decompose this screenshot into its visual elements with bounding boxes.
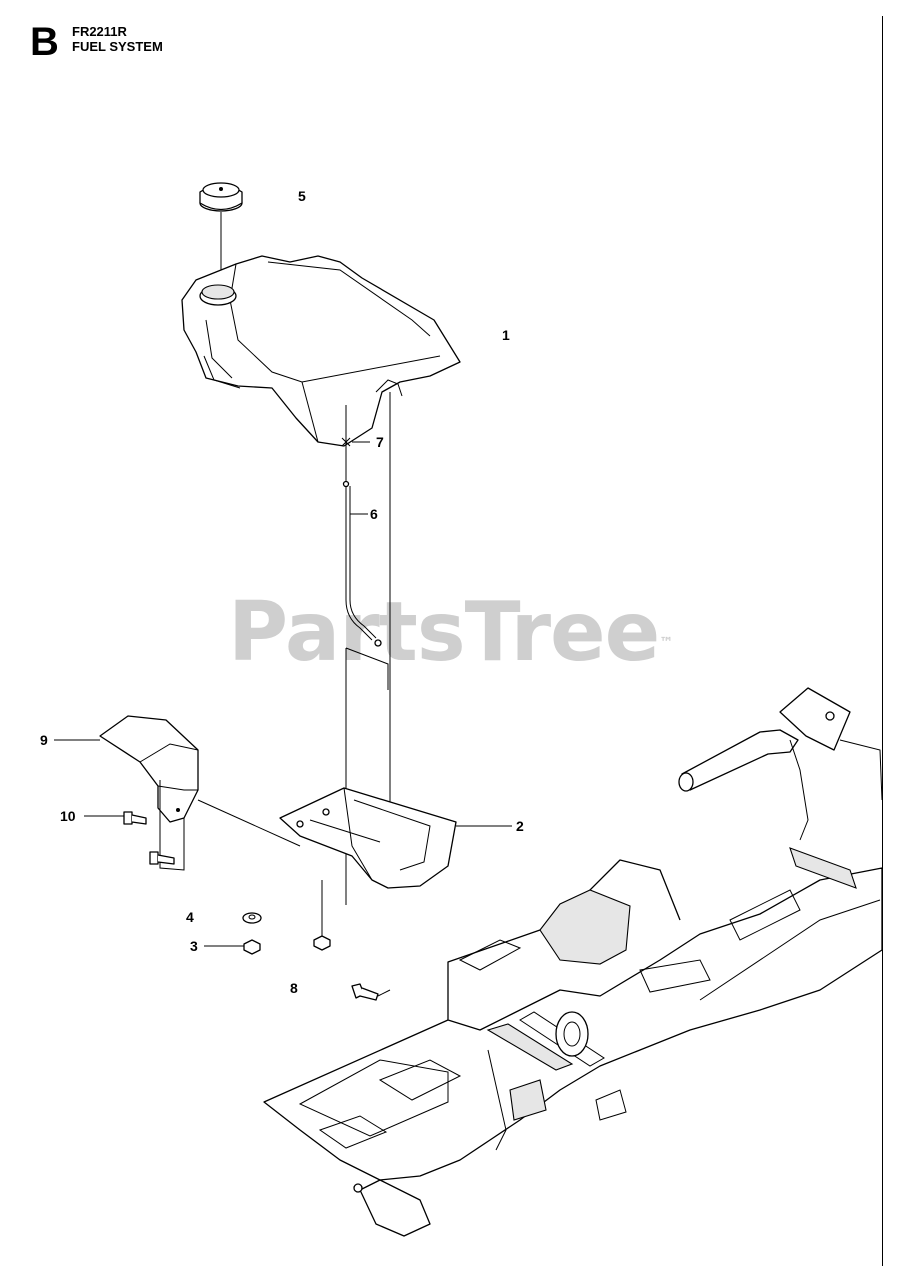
callout-8: 8	[290, 980, 298, 996]
trademark-symbol: ™	[659, 635, 673, 651]
heat-shield-part-9[interactable]	[99, 715, 199, 871]
shield-mount-leader	[197, 799, 301, 847]
frame-chassis	[263, 847, 883, 1237]
bolt-part-8[interactable]	[351, 983, 379, 1001]
callout-6: 6	[370, 506, 378, 522]
callout-10: 10	[60, 808, 76, 824]
callout-9: 9	[40, 732, 48, 748]
hose-clamp-part-7[interactable]	[341, 437, 351, 447]
watermark-text: PartsTree	[228, 585, 660, 680]
diagram-header: FR2211R FUEL SYSTEM	[72, 24, 163, 54]
fuel-hose-part-6[interactable]	[342, 480, 382, 647]
hose-routing-lines	[345, 647, 389, 905]
callout-2: 2	[516, 818, 524, 834]
diagram-title: FUEL SYSTEM	[72, 39, 163, 54]
fuel-cap-part-5[interactable]	[199, 182, 243, 212]
washer-part-4[interactable]	[242, 912, 262, 924]
fuel-tank-part-1[interactable]	[181, 255, 461, 447]
callout-7: 7	[376, 434, 384, 450]
callout-5: 5	[298, 188, 306, 204]
watermark: PartsTree™	[228, 585, 673, 680]
bolt-part-10[interactable]	[123, 811, 147, 825]
model-number: FR2211R	[72, 24, 127, 39]
callout-4: 4	[186, 909, 194, 925]
callout-3: 3	[190, 938, 198, 954]
bolt-8-leader	[377, 989, 391, 997]
section-letter: B	[30, 20, 59, 64]
steering-mount	[678, 687, 883, 841]
page-border-line	[882, 16, 883, 1266]
nut-lower[interactable]	[313, 935, 331, 951]
callout-1: 1	[502, 327, 510, 343]
nut-part-3[interactable]	[243, 939, 261, 955]
tank-bracket-part-2[interactable]	[279, 787, 457, 889]
bolt-lower[interactable]	[149, 851, 175, 865]
